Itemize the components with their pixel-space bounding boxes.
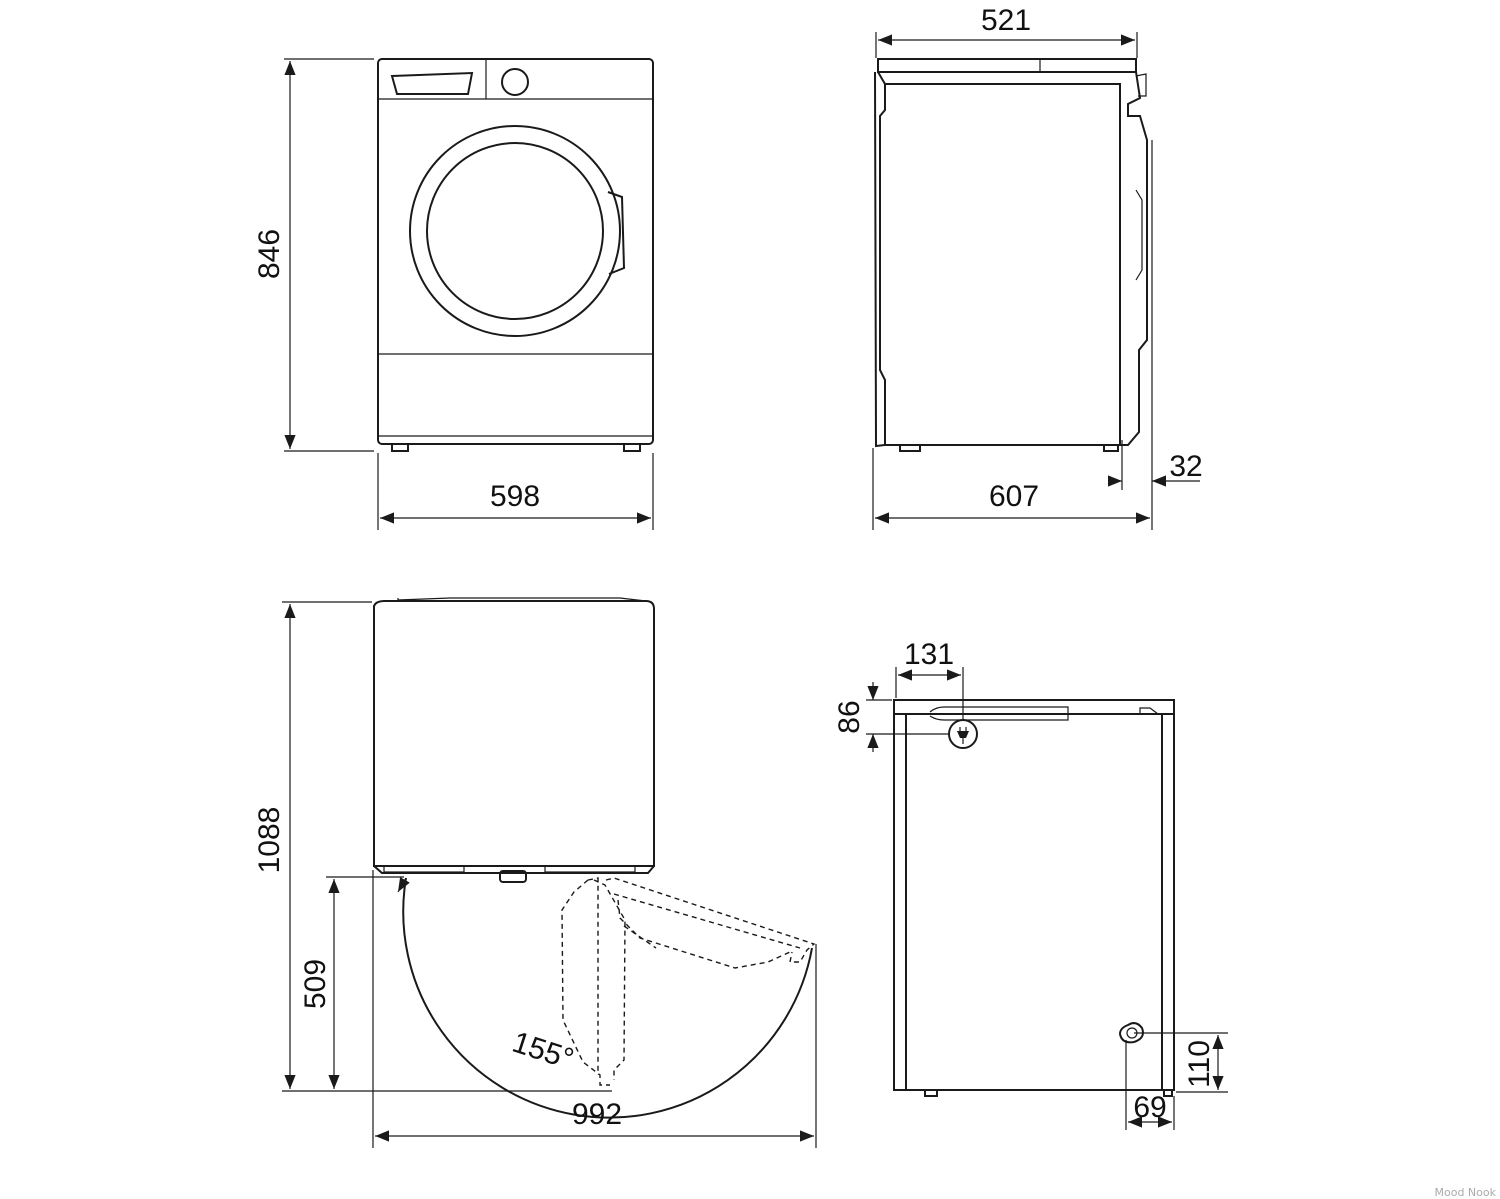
back-view: 131 86 110 69	[833, 638, 1228, 1130]
front-foot-right	[623, 443, 641, 452]
drain-height-label: 110	[1183, 1040, 1216, 1088]
top-knob	[499, 870, 527, 883]
front-height-label: 846	[253, 229, 286, 279]
top-front-lip	[373, 865, 655, 874]
side-door-protrusion-label: 32	[1169, 450, 1202, 483]
side-top-panel	[877, 58, 1137, 73]
door-handle	[607, 191, 626, 275]
side-view: 521 607 32	[872, 4, 1203, 530]
top-body	[373, 600, 655, 867]
plug-offset-y-label: 86	[833, 700, 866, 733]
side-back-edge	[874, 71, 886, 448]
program-knob	[501, 68, 529, 96]
drain-offset-label: 69	[1133, 1091, 1166, 1124]
door-glass	[426, 142, 604, 320]
side-foot-back	[899, 444, 921, 452]
watermark: Mood Nook	[1435, 1186, 1497, 1199]
side-depth-body-label: 521	[981, 4, 1031, 37]
door-ring	[409, 125, 621, 337]
front-width-label: 598	[490, 480, 540, 513]
side-body	[884, 83, 1121, 446]
drain-outlet-icon	[1118, 1022, 1144, 1044]
top-width-open-label: 992	[572, 1098, 622, 1131]
top-door-swing-label: 509	[299, 959, 332, 1009]
door-swing-arc	[402, 877, 813, 1119]
plug-offset-x-label: 131	[904, 638, 954, 671]
door-angle-label: 155°	[508, 1026, 577, 1077]
front-foot-left	[391, 443, 409, 452]
side-depth-total-label: 607	[989, 480, 1039, 513]
back-foot	[924, 1089, 938, 1097]
side-foot-front	[1103, 444, 1119, 452]
door-closed-outline	[561, 879, 610, 1086]
top-view: 155° 1088 509 992	[253, 597, 817, 1148]
detergent-drawer	[390, 71, 474, 95]
side-front-profile	[1120, 71, 1148, 446]
front-body	[377, 58, 654, 445]
top-total-depth-label: 1088	[253, 807, 286, 874]
back-left-rail	[893, 713, 907, 1091]
front-view: 846 598	[253, 58, 654, 530]
